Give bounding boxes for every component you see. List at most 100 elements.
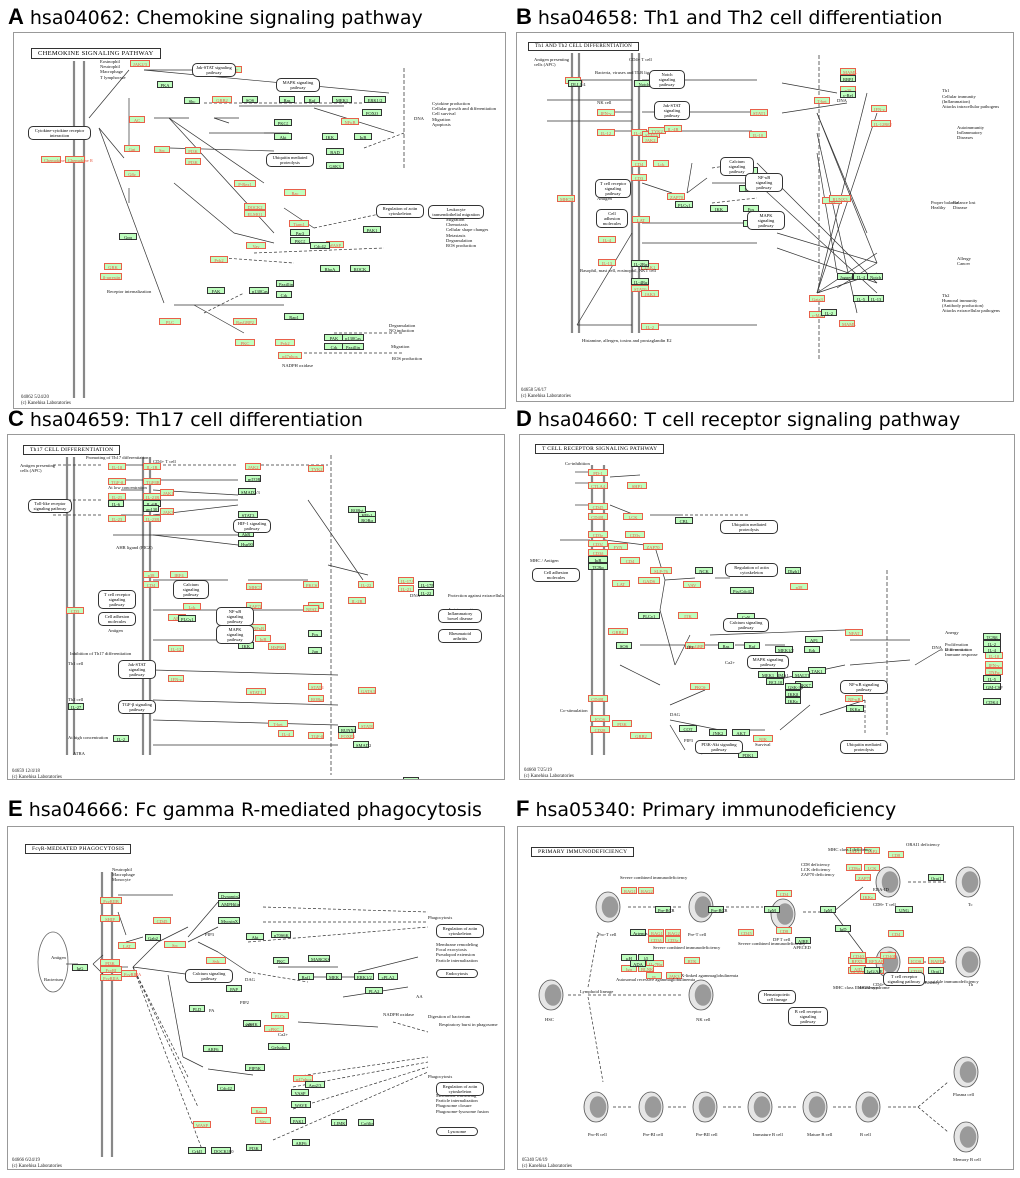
linked-pathway[interactable]: Rheumatoid arthritis [438,629,482,643]
gene-node-highlighted[interactable]: JAK2 [642,136,658,143]
gene-node[interactable]: MEK1 [758,671,778,678]
linked-pathway[interactable]: NF-κB signaling pathway [216,607,254,626]
gene-node-highlighted[interactable]: FcγRIIB [100,897,122,904]
gene-node-highlighted[interactable]: Vav [255,1117,271,1124]
gene-node[interactable]: IL-22 [418,589,434,596]
gene-node-highlighted[interactable]: JAK2 [245,463,261,470]
gene-node-highlighted[interactable]: Src [154,146,170,153]
gene-node[interactable]: PLA2 [365,987,383,994]
gene-node[interactable]: PAK1 [363,226,381,233]
gene-node-highlighted[interactable]: ZAP70 [667,193,685,200]
gene-node[interactable]: SOS [616,642,632,649]
gene-node-highlighted[interactable]: TAP1 [846,847,862,854]
gene-node[interactable]: PAK [324,334,344,341]
linked-pathway[interactable]: Calcium signaling pathway [185,969,233,983]
linked-pathway[interactable]: Toll-like receptor signaling pathway [28,499,72,513]
gene-node-highlighted[interactable]: CD40L [588,513,608,520]
gene-node-highlighted[interactable]: CD3 [631,174,647,181]
gene-node-highlighted[interactable]: STAT6 [631,285,649,292]
linked-pathway[interactable]: Regulation of actin cytoskeleton [436,1082,484,1096]
gene-node-highlighted[interactable]: CD40 [850,952,866,959]
gene-node[interactable]: AMPHilin [218,900,240,907]
gene-node-highlighted[interactable]: IL-1β [108,463,126,470]
gene-node-highlighted[interactable]: LAT [118,942,136,949]
gene-node[interactable]: Akt [246,933,264,940]
gene-node-highlighted[interactable]: Lck [183,603,201,610]
gene-node[interactable]: CDK4 [983,698,1001,705]
gene-node[interactable]: Artemis [630,929,648,936]
gene-node[interactable]: TCRα [588,563,608,570]
gene-node-highlighted[interactable]: PI3K [612,720,632,727]
gene-node-highlighted[interactable]: LCK [623,513,643,520]
gene-node-highlighted[interactable]: Gαi [124,145,140,152]
gene-node[interactable]: CrkII [188,1147,206,1154]
gene-node[interactable]: RORα [358,516,376,523]
gene-node-highlighted[interactable]: Syk [206,957,226,964]
gene-node-highlighted[interactable]: IFN-γ [168,675,184,682]
gene-node[interactable]: SMAD2 [353,741,371,748]
gene-node-highlighted[interactable]: Rac [251,1107,267,1114]
gene-node-highlighted[interactable]: Vav [246,242,266,249]
gene-node[interactable]: IL-4Rα [631,278,649,285]
gene-node[interactable]: IL-27 [68,703,84,710]
gene-node-highlighted[interactable]: IL-22 [358,581,374,588]
gene-node[interactable]: COT [679,725,697,732]
gene-node-highlighted[interactable]: p38 [143,571,159,578]
gene-node[interactable]: IκB [588,556,608,563]
gene-node-highlighted[interactable]: Src [164,941,186,948]
linked-pathway[interactable]: Jak-STAT signaling pathway [654,101,690,120]
gene-node[interactable]: PIP5K [245,1064,265,1071]
gene-node-highlighted[interactable]: IFN-γ [985,661,1003,668]
gene-node[interactable]: MyosinX [218,917,240,924]
gene-node[interactable]: Jun [308,647,322,654]
linked-pathway[interactable]: Lysosome [436,1127,478,1136]
gene-node[interactable]: AIRE [795,937,811,944]
gene-node[interactable]: Pre-BCR [708,906,728,913]
gene-node-highlighted[interactable]: BLNK [638,965,654,972]
linked-pathway[interactable]: Ubiquitin mediated proteolysis [720,520,778,534]
gene-node-highlighted[interactable]: Pyk2 [210,256,228,263]
gene-node[interactable]: MEK [326,973,342,980]
gene-node-highlighted[interactable]: IL-13 [598,259,616,266]
gene-node-highlighted[interactable]: Lck [653,160,669,167]
gene-node[interactable]: Par3 [290,229,310,236]
gene-node-highlighted[interactable]: NIK [753,735,773,742]
gene-node[interactable]: GSK-3β [785,683,803,690]
gene-node-highlighted[interactable]: CD3ζ [588,540,608,547]
gene-node-highlighted[interactable]: GRB2 [212,96,232,103]
gene-node[interactable]: Notch [867,273,883,280]
gene-node[interactable]: RhoA [320,265,340,272]
gene-node[interactable]: PDK1 [738,751,758,758]
gene-node-highlighted[interactable]: VAV [683,581,701,588]
linked-pathway[interactable]: Regulation of actin cytoskeleton [376,204,424,218]
gene-node[interactable]: RBPJ [840,75,856,82]
gene-node-highlighted[interactable]: IL-21R [143,493,161,500]
gene-node[interactable]: gp130 [143,505,159,512]
gene-node-highlighted[interactable]: TAP2 [864,847,880,854]
gene-node-highlighted[interactable]: NFAT [303,605,319,612]
gene-node-highlighted[interactable]: BTK [684,957,700,964]
linked-pathway[interactable]: Regulation of actin cytoskeleton [725,563,778,577]
gene-node[interactable]: PLD [189,1005,205,1012]
gene-node-highlighted[interactable]: JAK3 [160,508,174,515]
gene-node-highlighted[interactable]: IL-23R [143,515,161,522]
gene-node-highlighted[interactable]: ZAP70 [855,874,871,881]
gene-node-highlighted[interactable]: ICOS [590,715,610,722]
gene-node[interactable]: mTOR [245,475,261,482]
gene-node[interactable]: ERK1/2 [354,973,374,980]
gene-node-highlighted[interactable]: CD4 [776,890,792,897]
gene-node-highlighted[interactable]: HSP90 [268,643,286,650]
gene-node-highlighted[interactable]: FcγRIIIA [121,970,141,977]
linked-pathway[interactable]: Endocytosis [436,969,478,978]
gene-node-highlighted[interactable]: Pyk2 [275,339,295,346]
gene-node-highlighted[interactable]: CD40L [588,695,608,702]
linked-pathway[interactable]: HIF-1 signaling pathway [233,519,271,533]
gene-node[interactable]: IL-5 [853,295,869,302]
gene-node-highlighted[interactable]: p47phox [293,1075,313,1082]
linked-pathway[interactable]: NF-κB signaling pathway [745,173,783,192]
gene-node[interactable]: Ras [718,642,734,649]
linked-pathway[interactable]: Notch signaling pathway [649,70,685,89]
gene-node-highlighted[interactable]: IL-4 [278,730,294,737]
gene-node[interactable]: μH [621,954,637,961]
gene-node-highlighted[interactable]: IL-23 [108,515,126,522]
